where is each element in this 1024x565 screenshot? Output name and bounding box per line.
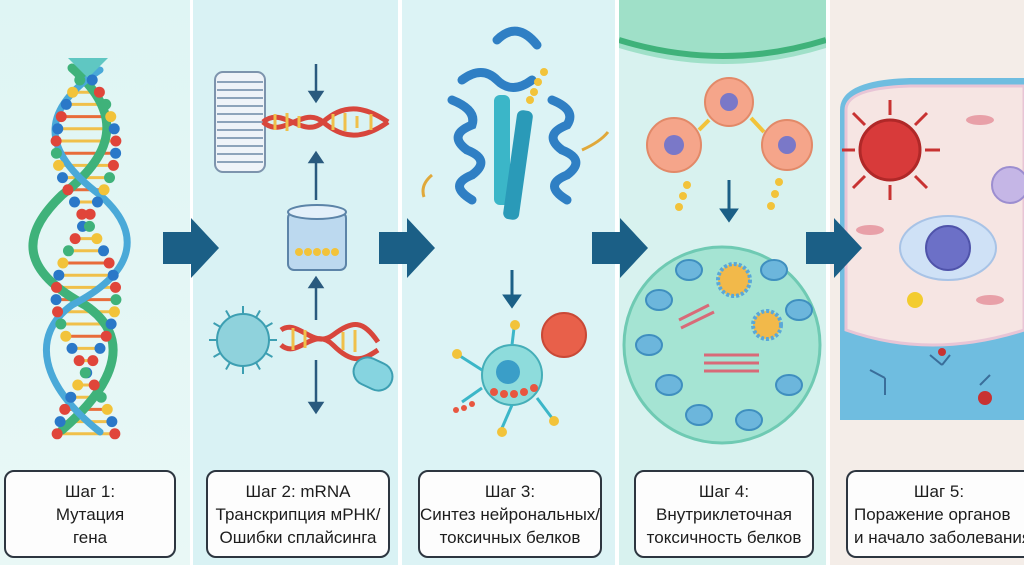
flow-arrow-3-icon <box>592 218 648 278</box>
step-2-number: Шаг 2: mRNA <box>245 481 351 501</box>
cell-cross-section-icon <box>622 245 822 445</box>
step-3-title-line2: токсичных белков <box>439 527 581 547</box>
rna-strand-top <box>261 106 390 138</box>
virus-icon <box>209 306 277 374</box>
step-5-number: Шаг 5: <box>913 481 965 501</box>
flow-arrow-2-icon <box>379 218 435 278</box>
step-1-title-line2: гена <box>72 527 108 547</box>
flow-arrow-1-icon <box>163 218 219 278</box>
transcription-vessel-icon <box>287 204 347 271</box>
flow-arrow-4-icon <box>806 218 862 278</box>
step-4-caption: Шаг 4: Внутриклеточная токсичность белко… <box>634 470 814 558</box>
step-1-caption: Шаг 1: Мутация гена <box>4 470 176 558</box>
step-1-number: Шаг 1: <box>64 481 116 501</box>
step-1-title-line1: Мутация <box>55 504 125 524</box>
step-5-title-line1: Поражение органов <box>854 504 1011 524</box>
step-5-title-line2: и начало заболевания <box>854 527 1024 547</box>
step-5-caption: Шаг 5: Поражение органов и начало заболе… <box>846 470 1024 558</box>
toxic-protein-cluster-icon <box>452 312 587 437</box>
step-3-title-line1: Синтез нейрональных/ <box>419 504 601 524</box>
damaged-cell-icon <box>842 100 940 200</box>
protein-structure-icon <box>447 26 581 205</box>
mrna-stack-icon <box>214 71 266 173</box>
step-2-title-line2: Ошибки сплайсинга <box>219 527 377 547</box>
step-3-caption: Шаг 3: Синтез нейрональных/ токсичных бе… <box>418 470 602 558</box>
step-2-caption: Шаг 2: mRNA Транскрипция мРНК/ Ошибки сп… <box>206 470 390 558</box>
rna-strand-bottom <box>279 322 394 392</box>
step-4-number: Шаг 4: <box>698 481 750 501</box>
step-3-number: Шаг 3: <box>484 481 536 501</box>
step-2-title-line1: Транскрипция мРНК/ <box>215 504 381 524</box>
aggregate-spheres-icon <box>646 77 813 211</box>
step-4-title-line1: Внутриклеточная <box>656 504 792 524</box>
step-4-title-line2: токсичность белков <box>646 527 802 547</box>
